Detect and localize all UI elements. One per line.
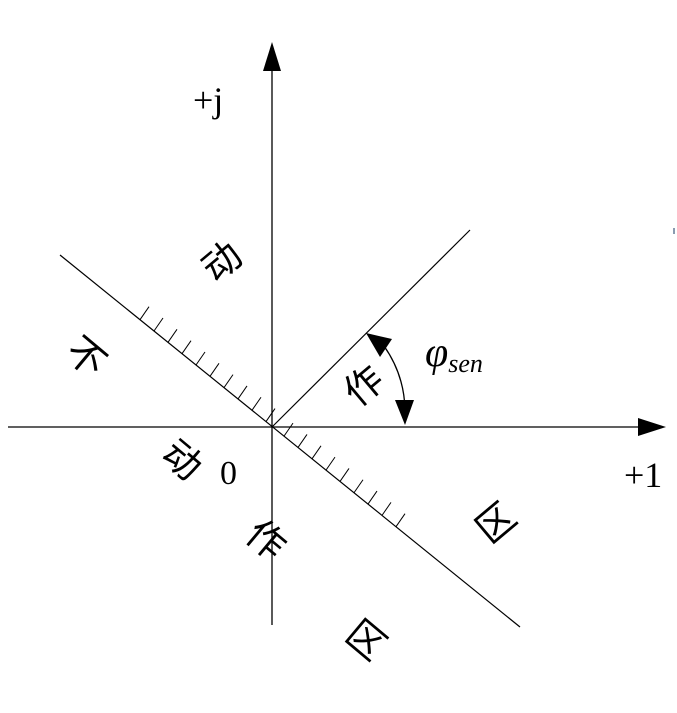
hatch-mark (297, 434, 308, 448)
angle-label: φsen (425, 330, 483, 378)
hatch-mark (353, 479, 364, 494)
hatch-mark (283, 422, 294, 437)
operate-region-char-2: 作 (335, 357, 392, 415)
hatch-mark (325, 456, 336, 471)
hatch-mark (167, 329, 178, 343)
hatch-mark (209, 363, 220, 377)
angle-symbol: φ (425, 330, 448, 376)
operate-region-char-3: 区 (467, 494, 524, 552)
hatch-mark (195, 351, 206, 366)
operate-region-char-1: 动 (193, 233, 250, 291)
edge-mark (673, 228, 675, 234)
boundary-line (59, 254, 521, 628)
no-operate-region-char-4: 区 (337, 611, 394, 669)
real-axis-label: +1 (624, 455, 662, 495)
boundary-hatching (139, 306, 406, 528)
hatch-mark (139, 306, 150, 320)
hatch-mark (395, 513, 406, 528)
imag-axis-label: +j (193, 80, 223, 120)
hatch-mark (381, 502, 392, 516)
real-axis-arrow-icon (638, 418, 666, 436)
hatch-mark (181, 340, 192, 354)
no-operate-region-char-2: 动 (153, 431, 210, 489)
angle-subscript: sen (448, 349, 483, 378)
hatch-mark (311, 445, 322, 460)
hatch-mark (223, 374, 234, 388)
no-operate-region-char-1: 不 (57, 328, 114, 386)
angle-arrow-upper-icon (366, 333, 392, 357)
hatch-mark (367, 490, 378, 505)
angle-arrow-lower-icon (395, 400, 414, 425)
hatch-mark (153, 317, 164, 332)
hatch-mark (237, 385, 248, 400)
imag-axis-arrow-icon (263, 42, 281, 71)
sensitivity-line (271, 229, 471, 428)
hatch-mark (265, 408, 276, 422)
no-operate-region-char-3: 作 (237, 511, 294, 569)
hatch-mark (339, 468, 350, 482)
origin-label: 0 (220, 455, 237, 492)
hatch-mark (251, 396, 262, 411)
